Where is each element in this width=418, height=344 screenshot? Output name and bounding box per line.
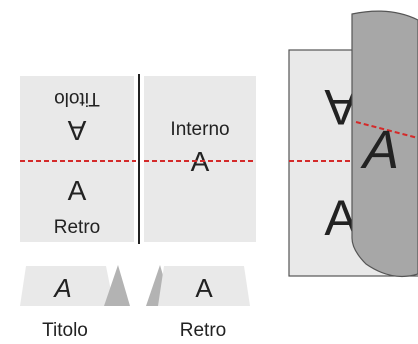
left-page-panel — [20, 76, 134, 242]
right-page-panel — [144, 76, 256, 242]
curled-fold-line — [355, 121, 418, 139]
right-top-label: Interno — [170, 119, 229, 140]
card-letter-title: A — [52, 273, 71, 303]
curled-sheet — [351, 10, 418, 277]
folded-card-title: A Titolo — [20, 265, 130, 341]
folding-sheet: A A A — [288, 10, 418, 277]
unfolded-sheet: Titolo A A Retro Interno A — [20, 74, 256, 244]
left-bottom-letter: A — [68, 175, 87, 206]
left-top-label: Titolo — [54, 88, 100, 109]
card-face-title — [20, 266, 114, 306]
card-flap-title — [104, 265, 130, 306]
left-top-letter: A — [67, 115, 86, 146]
card-face-back — [158, 266, 250, 306]
card-caption-back: Retro — [180, 320, 226, 341]
card-caption-title: Titolo — [42, 320, 88, 341]
folded-card-back: A Retro — [146, 265, 250, 341]
left-bottom-label: Retro — [54, 217, 100, 238]
card-letter-back: A — [195, 273, 213, 303]
